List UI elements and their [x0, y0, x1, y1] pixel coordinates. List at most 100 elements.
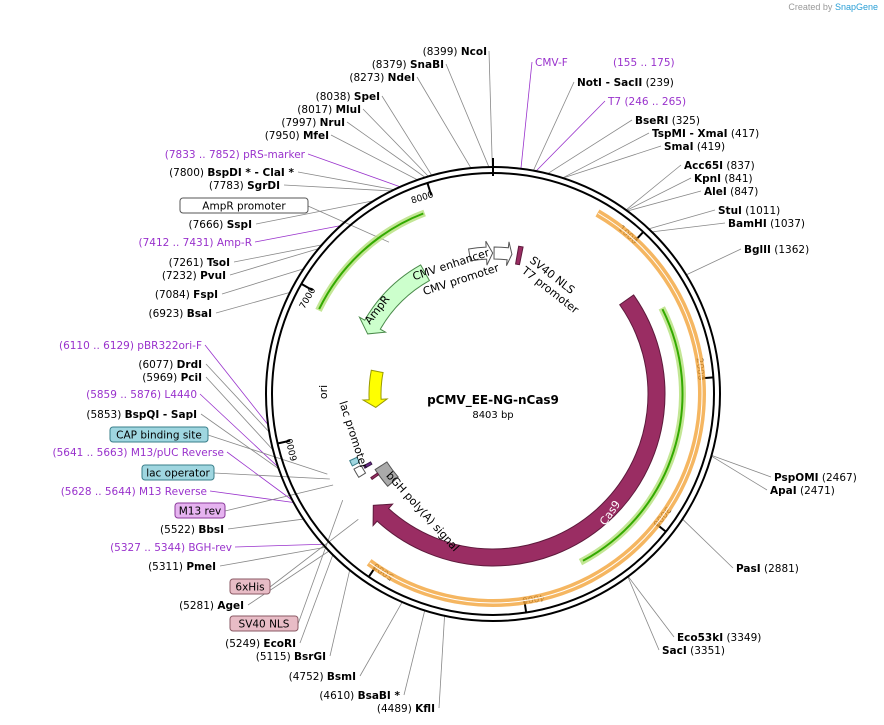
enzyme-pos: (8273) — [349, 72, 387, 84]
leader-line — [535, 100, 606, 172]
leader-line — [626, 177, 692, 211]
leader-line — [209, 490, 294, 503]
enzyme-pos: (7232) — [162, 270, 200, 282]
primer-2: (7833 .. 7852) pRS-marker — [165, 149, 306, 161]
enzyme-eco53kI-name: Eco53kI — [677, 632, 723, 644]
enzyme-smaI-pos: (419) — [694, 141, 726, 153]
enzyme-left-8: (5969) PciI — [142, 372, 202, 384]
enzyme-name: TsoI — [207, 257, 230, 269]
ampr-arrow — [358, 264, 431, 335]
enzyme-eco53kI-text: Eco53kI (3349) — [677, 632, 761, 644]
enzyme-top-1: (8379) SnaBI — [372, 59, 444, 71]
tick-mark — [300, 282, 314, 292]
enzyme-top-4: (8017) MluI — [297, 104, 361, 116]
enzyme-pos: (7261) — [169, 257, 207, 269]
primer-1: T7 (246 .. 265) — [607, 96, 686, 108]
primer-range: (7412 .. 7431) — [139, 237, 217, 249]
leader-line — [204, 344, 269, 426]
enzyme-name: KflI — [415, 703, 435, 715]
enzyme-pos: (5249) — [225, 638, 263, 650]
primer-cmvf-label: CMV-F — [535, 57, 568, 69]
leader-line — [224, 484, 334, 512]
enzyme-acc65I-pos: (837) — [723, 160, 755, 172]
leader-line — [651, 222, 726, 233]
leader-line — [416, 76, 472, 169]
enzyme-apaI-pos: (2471) — [797, 485, 835, 497]
cas9-arrow — [372, 294, 666, 567]
enzyme-eco53kI: Eco53kI (3349) — [677, 632, 761, 644]
enzyme-sacI-pos: (3351) — [687, 645, 725, 657]
enzyme-bseRI: BseRI (325) — [635, 115, 700, 127]
enzyme-left-14-text: (5115) BsrGI — [256, 651, 326, 663]
enzyme-top-3: (8038) SpeI — [316, 91, 380, 103]
plasmid-name: pCMV_EE-NG-nCas9 — [427, 393, 559, 408]
orf-band-inner-line — [582, 308, 684, 562]
primer-label: pRS-marker — [243, 149, 306, 161]
primer-5-text: (5859 .. 5876) L4440 — [86, 389, 197, 401]
cap-binding-feature — [349, 456, 361, 467]
primer-range: (6110 .. 6129) — [59, 340, 137, 352]
feature-box-label: AmpR promoter — [202, 201, 286, 213]
primer-4: (6110 .. 6129) pBR322ori-F — [59, 340, 202, 352]
enzyme-stuI-text: StuI (1011) — [718, 205, 780, 217]
leader-line — [213, 472, 330, 480]
enzyme-bamHI-text: BamHI (1037) — [728, 218, 805, 230]
enzyme-left-11-text: (5311) PmeI — [148, 561, 216, 573]
leader-line — [359, 601, 403, 677]
leader-line — [682, 518, 734, 569]
enzyme-left-14: (5115) BsrGI — [256, 651, 326, 663]
ori-label: ori — [317, 385, 330, 399]
tick-label: 6000 — [285, 437, 300, 462]
tick-label: 8000 — [410, 190, 435, 206]
enzyme-name: NruI — [320, 117, 345, 129]
primer-label: L4440 — [164, 389, 197, 401]
feature-box-rect — [229, 578, 271, 595]
leader-line — [199, 393, 279, 468]
enzyme-pasI: PasI (2881) — [736, 563, 799, 575]
enzyme-bseRI-pos: (325) — [668, 115, 700, 127]
enzyme-acc65I-text: Acc65I (837) — [684, 160, 755, 172]
leader-line — [330, 134, 418, 181]
feature-box-3: M13 rev — [174, 502, 226, 519]
primer-range: (5327 .. 5344) — [110, 542, 188, 554]
enzyme-sacI-text: SacI (3351) — [662, 645, 725, 657]
tick-mark — [277, 439, 291, 445]
enzyme-name: BbsI — [198, 524, 224, 536]
primer-label: M13/pUC Reverse — [131, 447, 224, 459]
enzyme-apaI-name: ApaI — [770, 485, 797, 497]
enzyme-top-2: (8273) NdeI — [349, 72, 415, 84]
enzyme-notI-text: NotI - SacII (239) — [577, 77, 674, 89]
enzyme-eco53kI-pos: (3349) — [723, 632, 761, 644]
enzyme-left-4: (7232) PvuI — [162, 270, 226, 282]
feature-box-5: SV40 NLS — [229, 615, 299, 632]
leader-line — [346, 121, 426, 178]
primer-label: M13 Reverse — [139, 486, 207, 498]
backbone — [265, 158, 721, 622]
enzyme-bseRI-name: BseRI — [635, 115, 668, 127]
enzyme-name: FspI — [193, 289, 218, 301]
enzyme-extra: - SapI — [159, 409, 197, 421]
enzyme-notI: NotI - SacII (239) — [577, 77, 674, 89]
enzyme-pasI-text: PasI (2881) — [736, 563, 799, 575]
enzyme-pos: (5969) — [142, 372, 180, 384]
enzyme-tspMI-pos: (417) — [728, 128, 760, 140]
enzyme-smaI: SmaI (419) — [664, 141, 725, 153]
enzyme-pos: (8017) — [297, 104, 335, 116]
leader-line — [532, 81, 575, 171]
leader-line — [205, 363, 270, 433]
enzyme-pos: (4752) — [289, 671, 327, 683]
enzyme-top-4-text: (8017) MluI — [297, 104, 361, 116]
enzyme-left-5: (7084) FspI — [155, 289, 218, 301]
primer-cmvf-text: CMV-F — [535, 57, 568, 69]
enzyme-pos: (8379) — [372, 59, 410, 71]
enzyme-name: EcoRI — [263, 638, 296, 650]
primer-range: (7833 .. 7852) — [165, 149, 243, 161]
primer-label: BGH-rev — [188, 542, 232, 554]
enzyme-top-3-text: (8038) SpeI — [316, 91, 380, 103]
enzyme-bglII: BglII (1362) — [744, 244, 809, 256]
feature-box-rect — [141, 464, 215, 481]
enzyme-pos: (6923) — [148, 308, 186, 320]
feature-box-label: lac operator — [146, 468, 210, 480]
enzyme-left-16: (4610) BsaBI * — [319, 690, 400, 702]
